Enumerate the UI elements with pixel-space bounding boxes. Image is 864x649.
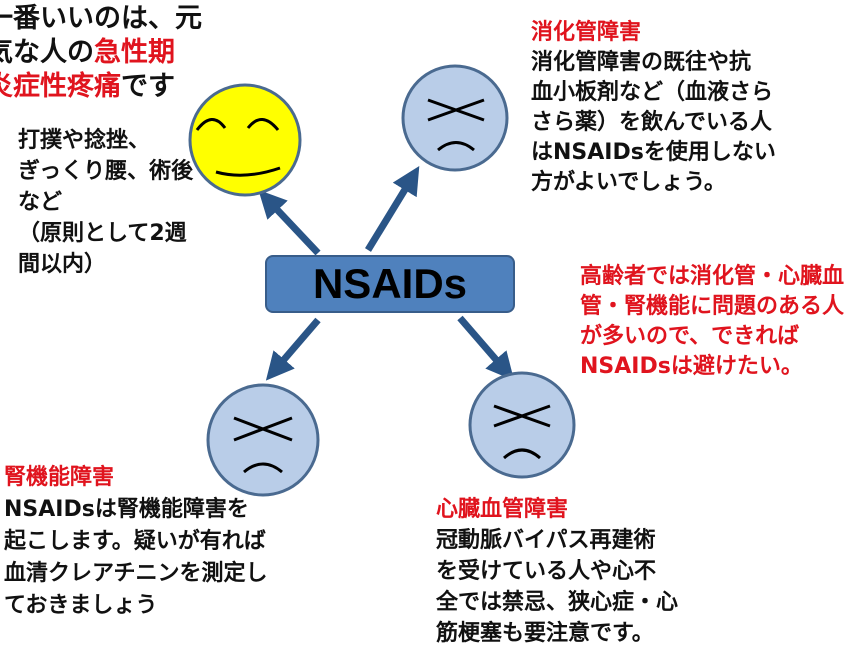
headline-text: です bbox=[121, 71, 175, 102]
text-line: 管・腎機能に問題のある人 bbox=[580, 294, 845, 319]
text-line: NSAIDsは腎機能障害を bbox=[4, 497, 249, 522]
text-line: 冠動脈バイパス再建術 bbox=[436, 528, 656, 553]
text-line: 筋梗塞も要注意です。 bbox=[436, 621, 654, 646]
headline-line: 炎症性疼痛です bbox=[0, 70, 202, 104]
sad-face-icon bbox=[401, 64, 509, 172]
cardio-title: 心臓血管障害 bbox=[436, 497, 569, 522]
text-line: 間以内） bbox=[18, 252, 107, 277]
sad-face-icon bbox=[206, 383, 320, 497]
text-line: を受けている人や心不 bbox=[436, 559, 657, 584]
text-line: 打撲や捻挫、 bbox=[18, 128, 151, 153]
nsaids-box: NSAIDs bbox=[265, 255, 515, 313]
headline-text: 気な人の bbox=[0, 37, 94, 68]
text-line: （原則として2週 bbox=[18, 221, 187, 246]
arrow-to-happy bbox=[258, 189, 321, 256]
text-line: NSAIDsは避けたい。 bbox=[580, 354, 803, 379]
cardio-text: 心臓血管障害 冠動脈バイパス再建術 を受けている人や心不 全では禁忌、狭心症・心… bbox=[436, 494, 678, 649]
renal-title: 腎機能障害 bbox=[4, 465, 115, 490]
elderly-text: 高齢者では消化管・心臓血 管・腎機能に問題のある人 が多いので、できれば NSA… bbox=[580, 262, 844, 382]
arrow-to-gi bbox=[365, 166, 420, 252]
text-line: はNSAIDsを使用しない bbox=[531, 140, 776, 165]
headline-emphasis: 炎症性疼痛 bbox=[0, 71, 121, 102]
happy-face-icon bbox=[188, 83, 302, 197]
good-case-text: 打撲や捻挫、 ぎっくり腰、術後 など （原則として2週 間以内） bbox=[18, 125, 193, 280]
text-line: ぎっくり腰、術後 bbox=[18, 159, 194, 184]
text-line: 方がよいでしょう。 bbox=[531, 170, 726, 195]
text-line: 起こします。疑いが有れば bbox=[4, 529, 266, 554]
gi-text: 消化管障害 消化管障害の既往や抗 血小板剤など（血液さら さら薬）を飲んでいる人… bbox=[531, 18, 776, 198]
text-line: さら薬）を飲んでいる人 bbox=[531, 110, 772, 135]
arrow-to-cardio bbox=[457, 315, 515, 381]
gi-title: 消化管障害 bbox=[531, 20, 642, 45]
text-line: 消化管障害の既往や抗 bbox=[531, 50, 752, 75]
text-line: 血清クレアチニンを測定し bbox=[4, 561, 268, 586]
text-line: 全では禁忌、狭心症・心 bbox=[436, 590, 679, 615]
text-line: 血小板剤など（血液さら bbox=[531, 80, 774, 105]
arrow-to-renal bbox=[265, 317, 321, 381]
text-line: 高齢者では消化管・心臓血 bbox=[580, 264, 845, 289]
headline: 一番いいのは、元 気な人の急性期 炎症性疼痛です bbox=[0, 2, 202, 104]
text-line: が多いので、できれば bbox=[580, 324, 800, 349]
headline-line: 気な人の急性期 bbox=[0, 36, 202, 70]
sad-face-icon bbox=[468, 371, 576, 479]
renal-text: 腎機能障害 NSAIDsは腎機能障害を 起こします。疑いが有れば 血清クレアチニ… bbox=[4, 462, 268, 622]
headline-emphasis: 急性期 bbox=[94, 37, 175, 68]
headline-line: 一番いいのは、元 bbox=[0, 3, 202, 34]
text-line: ておきましょう bbox=[4, 593, 158, 618]
text-line: など bbox=[18, 190, 63, 215]
